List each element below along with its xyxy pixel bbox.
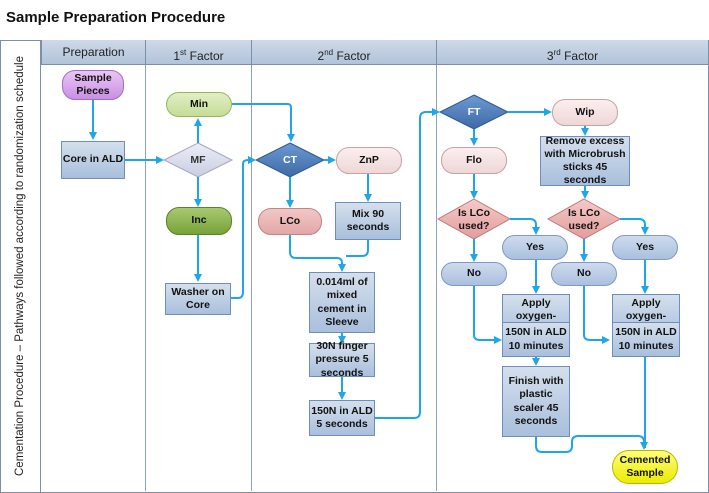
washer-on-core-node: Washer on Core xyxy=(165,283,231,315)
cement-sleeve-node: 0.014ml of mixed cement in Sleeve xyxy=(309,272,375,333)
znp-node: ZnP xyxy=(336,147,402,174)
lane-header-factor-2: 2nd Factor xyxy=(251,40,436,65)
remove-excess-node: Remove excess with Microbrush sticks 45 … xyxy=(540,135,630,186)
connector-min-to-ct xyxy=(232,103,295,142)
core-in-ald-node: Core in ALD xyxy=(61,141,125,179)
cemented-sample-node: Cemented Sample xyxy=(612,450,678,484)
connector-mix-to-cement xyxy=(346,240,369,257)
page-title: Sample Preparation Procedure xyxy=(6,9,226,26)
lane-text: Factor xyxy=(560,49,599,63)
connector-washer-to-ct xyxy=(231,156,256,299)
ald-10m-2-node: 150N in ALD 10 minutes xyxy=(612,322,680,357)
lane-number: 1 xyxy=(173,49,181,63)
no-1-node: No xyxy=(441,262,507,286)
lco-decision-2-label: Is LCo used? xyxy=(567,207,601,232)
ald-5s-node: 150N in ALD 5 seconds xyxy=(309,400,375,436)
wip-node: Wip xyxy=(552,99,618,126)
ald-10m-1-node: 150N in ALD 10 minutes xyxy=(502,322,570,357)
flo-node: Flo xyxy=(441,147,507,174)
lane-header-preparation: Preparation xyxy=(41,40,145,65)
sample-pieces-node: Sample Pieces xyxy=(62,70,124,100)
scaler-node: Finish with plastic scaler 45 seconds xyxy=(502,366,570,437)
connector-scaler-to-cemented xyxy=(535,435,648,453)
mix-90-node: Mix 90 seconds xyxy=(335,202,401,240)
connector-no1-to-ald10-1 xyxy=(473,286,502,344)
lane-number: 2 xyxy=(317,49,325,63)
connectors xyxy=(89,100,649,453)
lco-decision-1-label: Is LCo used? xyxy=(457,207,491,232)
connector-ald-to-ft xyxy=(374,108,440,419)
min-node: Min xyxy=(166,92,232,117)
finger-pressure-node: 30N finger pressure 5 seconds xyxy=(309,340,375,379)
lane-header-factor-3: 3rd Factor xyxy=(436,40,708,65)
lane-text: Factor xyxy=(333,49,371,63)
connector-lco2-yes xyxy=(620,218,649,235)
connector-no2-to-ald10-2 xyxy=(583,286,610,344)
ft-decision-label: FT xyxy=(467,105,481,118)
lane-header-factor-1: 1st Factor xyxy=(145,40,251,65)
lane-ordinal: rd xyxy=(553,48,561,57)
side-label-column: Cementation Procedure – Pathways followe… xyxy=(0,40,41,493)
yes-2-node: Yes xyxy=(612,235,678,260)
no-2-node: No xyxy=(551,262,617,286)
mf-decision-label: MF xyxy=(190,153,206,166)
connector-lco-to-cement xyxy=(289,235,346,272)
lane-ordinal: nd xyxy=(324,48,334,57)
lane-divider xyxy=(251,65,252,491)
lane-ordinal: st xyxy=(180,48,187,57)
lane-divider xyxy=(436,65,437,491)
inc-node: Inc xyxy=(166,207,232,235)
lane-text: Factor xyxy=(186,49,224,63)
lane-divider xyxy=(145,65,146,491)
ct-decision-label: CT xyxy=(283,153,297,166)
yes-1-node: Yes xyxy=(502,235,568,260)
lco-node: LCo xyxy=(258,208,322,235)
connector-lco1-yes xyxy=(510,218,540,235)
lane-number: 3 xyxy=(546,49,554,63)
